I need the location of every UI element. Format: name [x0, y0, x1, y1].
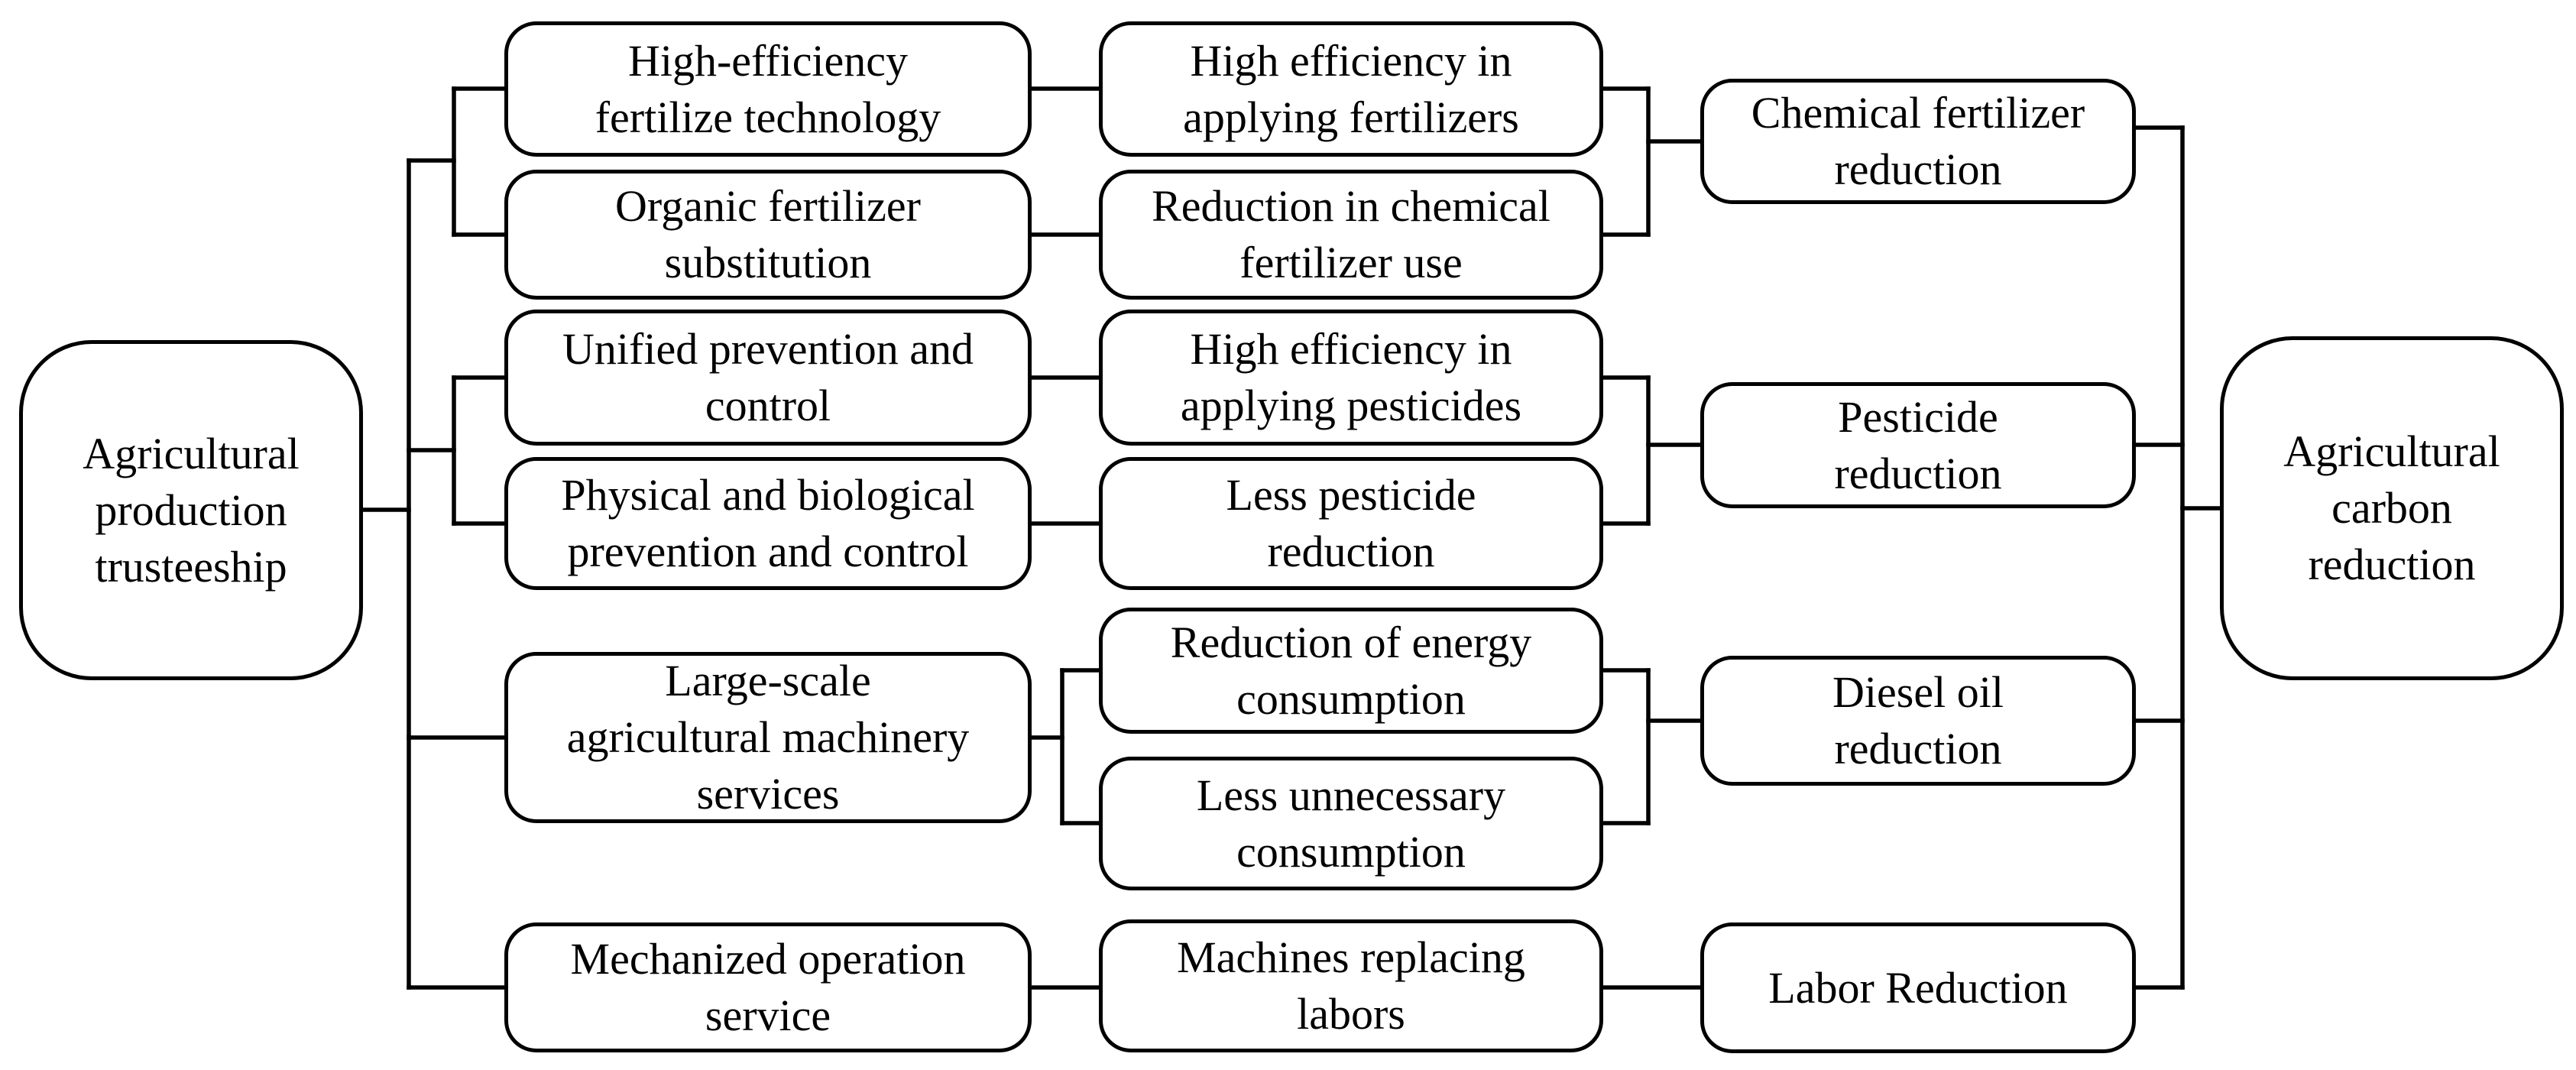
- node-unified-prevention-and-control: Unified prevention and control: [504, 310, 1032, 446]
- node-pesticide-reduction: Pesticide reduction: [1700, 382, 2136, 508]
- node-labor-reduction: Labor Reduction: [1700, 922, 2136, 1053]
- node-label-high-efficiency-applying-fertilizers: High efficiency in applying fertilizers: [1183, 35, 1519, 142]
- node-label-diesel-oil-reduction: Diesel oil reduction: [1832, 667, 2004, 773]
- node-label-machines-replacing-labors: Machines replacing labors: [1177, 932, 1525, 1039]
- node-large-scale-agricultural-machinery-services: Large-scale agricultural machinery servi…: [504, 652, 1032, 823]
- node-diesel-oil-reduction: Diesel oil reduction: [1700, 656, 2136, 786]
- node-label-less-pesticide-reduction: Less pesticide reduction: [1226, 470, 1476, 576]
- node-label-reduction-in-chemical-fertilizer-use: Reduction in chemical fertilizer use: [1152, 181, 1550, 287]
- node-machines-replacing-labors: Machines replacing labors: [1099, 919, 1603, 1052]
- node-agricultural-carbon-reduction: Agricultural carbon reduction: [2220, 336, 2564, 680]
- node-less-pesticide-reduction: Less pesticide reduction: [1099, 457, 1603, 590]
- node-label-reduction-of-energy-consumption: Reduction of energy consumption: [1170, 617, 1532, 724]
- node-label-large-scale-agricultural-machinery-services: Large-scale agricultural machinery servi…: [566, 656, 970, 819]
- node-mechanized-operation-service: Mechanized operation service: [504, 922, 1032, 1052]
- node-chemical-fertilizer-reduction: Chemical fertilizer reduction: [1700, 79, 2136, 204]
- node-reduction-of-energy-consumption: Reduction of energy consumption: [1099, 608, 1603, 734]
- node-label-agricultural-production-trusteeship: Agricultural production trusteeship: [83, 428, 300, 592]
- node-label-high-efficiency-applying-pesticides: High efficiency in applying pesticides: [1180, 324, 1522, 430]
- node-label-chemical-fertilizer-reduction: Chemical fertilizer reduction: [1751, 88, 2085, 194]
- node-physical-and-biological-prevention-and-control: Physical and biological prevention and c…: [504, 457, 1032, 590]
- node-reduction-in-chemical-fertilizer-use: Reduction in chemical fertilizer use: [1099, 170, 1603, 300]
- node-agricultural-production-trusteeship: Agricultural production trusteeship: [19, 340, 363, 680]
- node-organic-fertilizer-substitution: Organic fertilizer substitution: [504, 170, 1032, 300]
- node-label-organic-fertilizer-substitution: Organic fertilizer substitution: [615, 181, 921, 287]
- node-label-physical-and-biological-prevention-and-control: Physical and biological prevention and c…: [561, 470, 975, 576]
- node-label-labor-reduction: Labor Reduction: [1768, 962, 2068, 1013]
- node-label-unified-prevention-and-control: Unified prevention and control: [562, 324, 974, 430]
- node-label-less-unnecessary-consumption: Less unnecessary consumption: [1196, 770, 1506, 877]
- node-high-efficiency-fertilize-technology: High-efficiency fertilize technology: [504, 21, 1032, 157]
- node-label-agricultural-carbon-reduction: Agricultural carbon reduction: [2283, 426, 2500, 589]
- node-high-efficiency-applying-fertilizers: High efficiency in applying fertilizers: [1099, 21, 1603, 157]
- node-high-efficiency-applying-pesticides: High efficiency in applying pesticides: [1099, 310, 1603, 446]
- node-label-high-efficiency-fertilize-technology: High-efficiency fertilize technology: [595, 35, 941, 142]
- node-less-unnecessary-consumption: Less unnecessary consumption: [1099, 757, 1603, 890]
- node-label-mechanized-operation-service: Mechanized operation service: [570, 934, 966, 1040]
- node-label-pesticide-reduction: Pesticide reduction: [1834, 391, 2002, 498]
